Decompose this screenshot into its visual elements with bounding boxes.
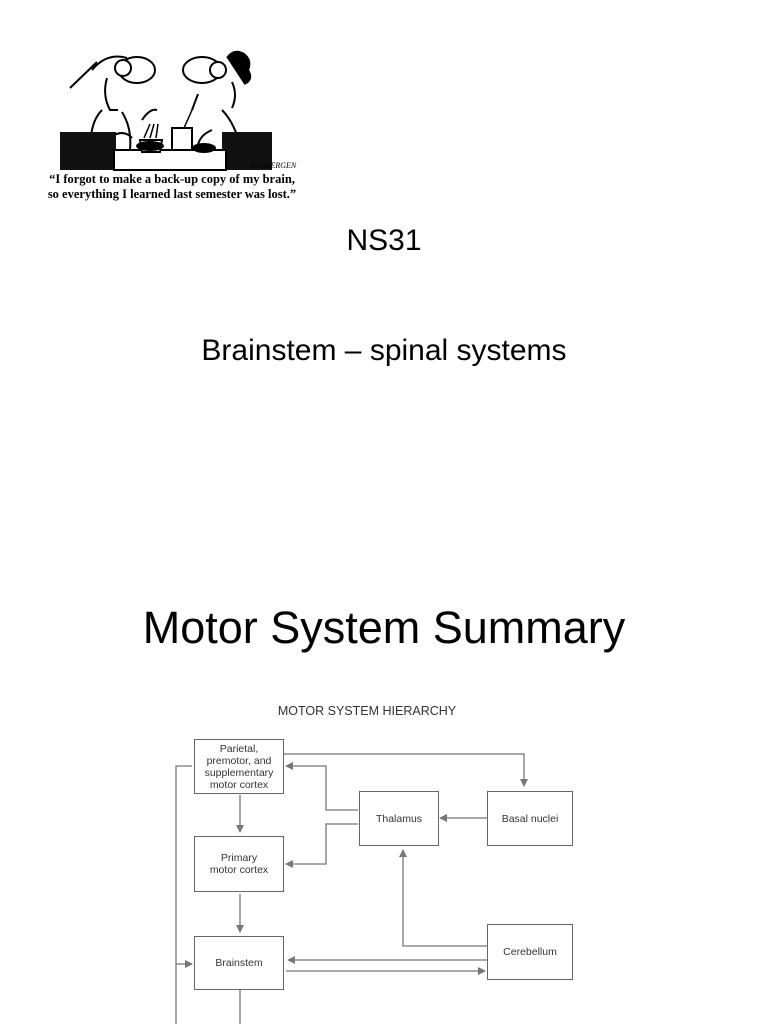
cerebellum-box: Cerebellum [487, 924, 573, 980]
thalamus-label: Thalamus [375, 812, 423, 825]
cerebellum-label: Cerebellum [503, 946, 557, 958]
primary-label-1: Primary [220, 852, 258, 864]
primary-label-2: motor cortex [209, 864, 269, 876]
cartoon-caption: “I forgot to make a back-up copy of my b… [22, 172, 322, 202]
cortex-label-1: Parietal, [219, 742, 259, 755]
lecture-topic: Brainstem – spinal systems [201, 334, 567, 367]
basal-nuclei-box: Basal nuclei [487, 791, 573, 846]
slide-2-title: Motor System Summary [142, 602, 626, 653]
motor-hierarchy-diagram: MOTOR SYSTEM HIERARCHY [160, 700, 600, 1024]
course-code: NS31 [346, 224, 422, 257]
cortex-label-3: supplementary [204, 766, 274, 779]
cortex-label-2: premotor, and [206, 754, 272, 767]
cortex-box: Parietal, premotor, and supplementary mo… [194, 739, 284, 794]
brainstem-label: Brainstem [215, 957, 263, 969]
slide-1: BAGBERGEN “I forgot to make a back-up co… [22, 50, 567, 367]
caption-line-1: “I forgot to make a back-up copy of my b… [49, 172, 295, 186]
diagram-title: MOTOR SYSTEM HIERARCHY [277, 704, 457, 718]
cortex-label-4: motor cortex [209, 778, 269, 791]
basal-nuclei-label: Basal nuclei [501, 812, 559, 825]
cartoon-illustration: BAGBERGEN [60, 50, 297, 171]
thalamus-box: Thalamus [359, 791, 439, 846]
diagram-connectors [175, 753, 528, 1024]
cartoon-signature: BAGBERGEN [250, 161, 297, 170]
primary-motor-box: Primary motor cortex [194, 836, 284, 892]
brainstem-box: Brainstem [194, 936, 284, 990]
caption-line-2: so everything I learned last semester wa… [47, 187, 297, 201]
